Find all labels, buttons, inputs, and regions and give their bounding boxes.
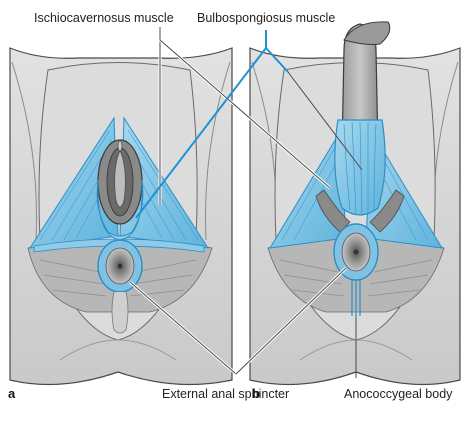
label-external-anal-sphincter: External anal sphincter: [162, 387, 289, 401]
label-anococcygeal-body: Anococcygeal body: [344, 387, 453, 401]
panel-a: [9, 47, 233, 386]
panel-a-bulbospongiosus: [96, 179, 144, 241]
label-ischiocavernosus: Ischiocavernosus muscle: [34, 11, 174, 25]
panel-letter-a: a: [8, 386, 16, 401]
label-bulbospongiosus: Bulbospongiosus muscle: [197, 11, 335, 25]
panel-b-anococcygeal-body: [351, 280, 361, 318]
leader-lines: [129, 27, 363, 378]
panel-b: [249, 21, 461, 386]
panel-letter-b: b: [252, 386, 260, 401]
